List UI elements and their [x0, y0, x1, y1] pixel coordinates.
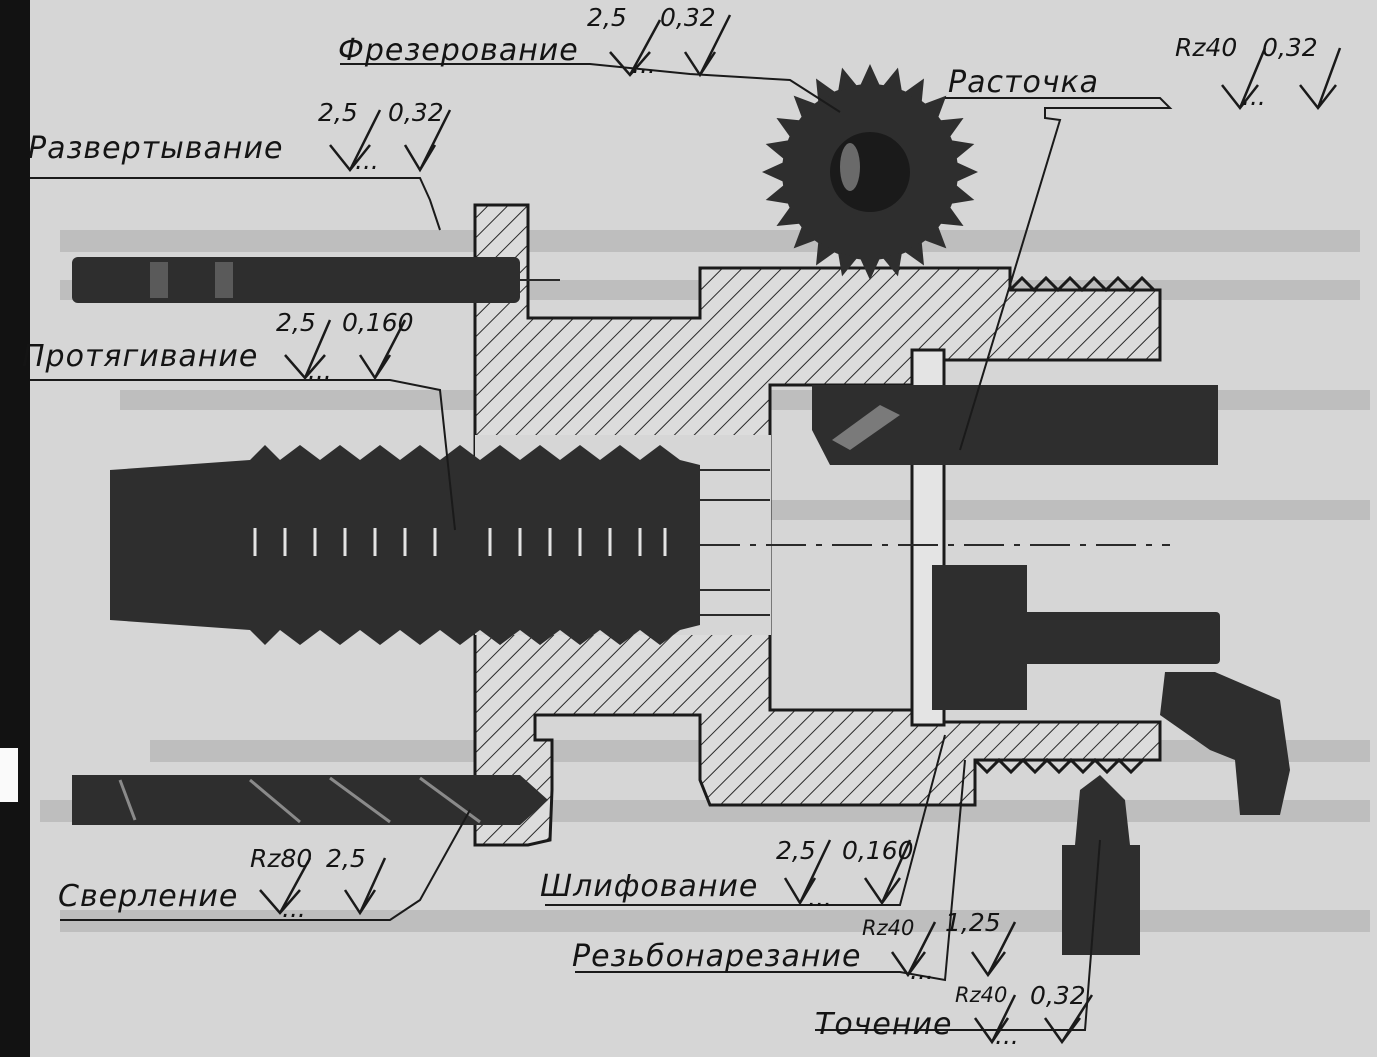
grinding-wheel	[932, 565, 1220, 710]
boring-symbol-text: ...	[1242, 82, 1266, 111]
drill-tool	[72, 775, 548, 825]
scan-edge	[0, 0, 30, 1057]
drilling-symbol-text: ...	[282, 894, 306, 923]
leader-lines	[30, 63, 1173, 1031]
grinding-symbol-text: ...	[808, 883, 832, 912]
outer-thread-top	[1008, 275, 1156, 293]
boring-label: Расточка	[948, 65, 1100, 100]
milling-cutter	[762, 64, 978, 280]
boring-bar	[812, 385, 1218, 465]
grinding-value-1: 2,5	[776, 836, 816, 865]
reaming-symbol-text: ...	[355, 146, 379, 175]
grinding-value-2: 0,160	[842, 836, 914, 865]
turning-value-2: 0,32	[1030, 981, 1086, 1010]
roughness-symbols	[259, 14, 1342, 1045]
workpiece-section	[473, 203, 1162, 847]
broaching-value-2: 0,160	[342, 308, 414, 337]
milling-value-1: 2,5	[587, 3, 627, 32]
boring-value-2: 0,32	[1262, 33, 1318, 62]
turning-label: Точение	[815, 1007, 953, 1042]
turning-symbol-text: ...	[995, 1021, 1019, 1050]
milling-value-2: 0,32	[660, 3, 716, 32]
threading-value-2: 1,25	[945, 908, 1001, 937]
threading-tool	[1062, 775, 1140, 955]
reamer-tool	[72, 257, 520, 303]
reaming-label: Развертывание	[28, 131, 284, 166]
turning-value-1: Rz40	[955, 983, 1008, 1007]
milling-label: Фрезерование	[338, 33, 579, 68]
reaming-value-2: 0,32	[388, 98, 444, 127]
boring-value-1: Rz40	[1175, 33, 1238, 62]
drilling-label: Сверление	[58, 879, 239, 914]
grinding-label: Шлифование	[540, 869, 759, 904]
broaching-symbol-text: ...	[308, 356, 332, 385]
scan-tab	[0, 748, 18, 802]
broaching-value-1: 2,5	[276, 308, 316, 337]
threading-symbol-text: ...	[910, 956, 934, 985]
threading-value-1: Rz40	[862, 916, 915, 940]
threading-label: Резьбонарезание	[572, 939, 862, 974]
outer-thread-bottom	[973, 757, 1145, 775]
reaming-value-1: 2,5	[318, 98, 358, 127]
guide-lines	[700, 469, 1170, 616]
drilling-value-2: 2,5	[326, 844, 366, 873]
broaching-label: Протягивание	[22, 339, 259, 374]
drilling-value-1: Rz80	[250, 844, 313, 873]
turning-tool	[1160, 672, 1290, 815]
milling-symbol-text: ...	[632, 50, 656, 79]
broach-tool	[110, 445, 700, 645]
